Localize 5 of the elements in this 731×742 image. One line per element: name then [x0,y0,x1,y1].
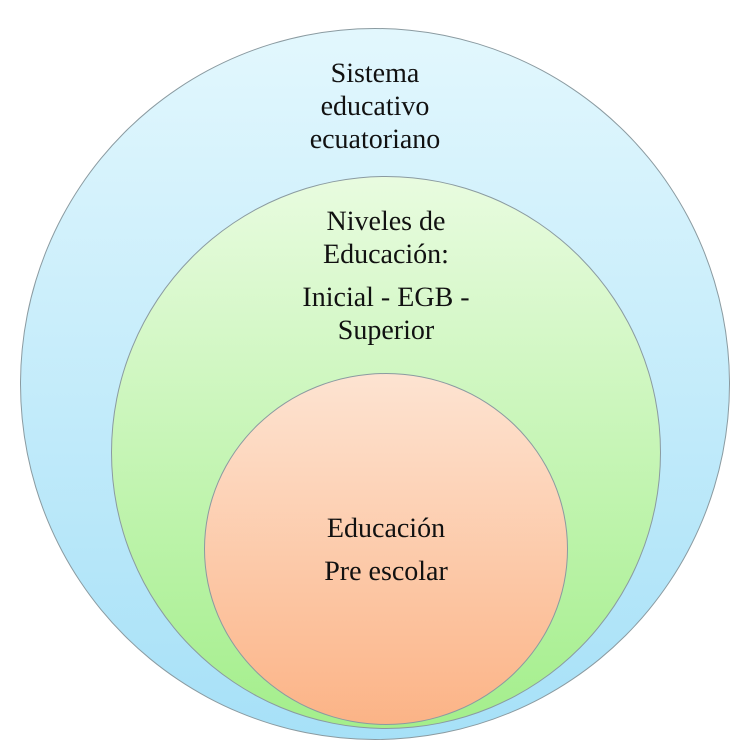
circle-label: Pre escolar [323,555,449,588]
circle-label: Educación [326,512,446,545]
circle-label: Inicial - EGB - Superior [301,281,471,347]
circle-label: Niveles de Educación: [322,205,450,271]
circle-label: Sistema educativo ecuatoriano [308,57,442,156]
